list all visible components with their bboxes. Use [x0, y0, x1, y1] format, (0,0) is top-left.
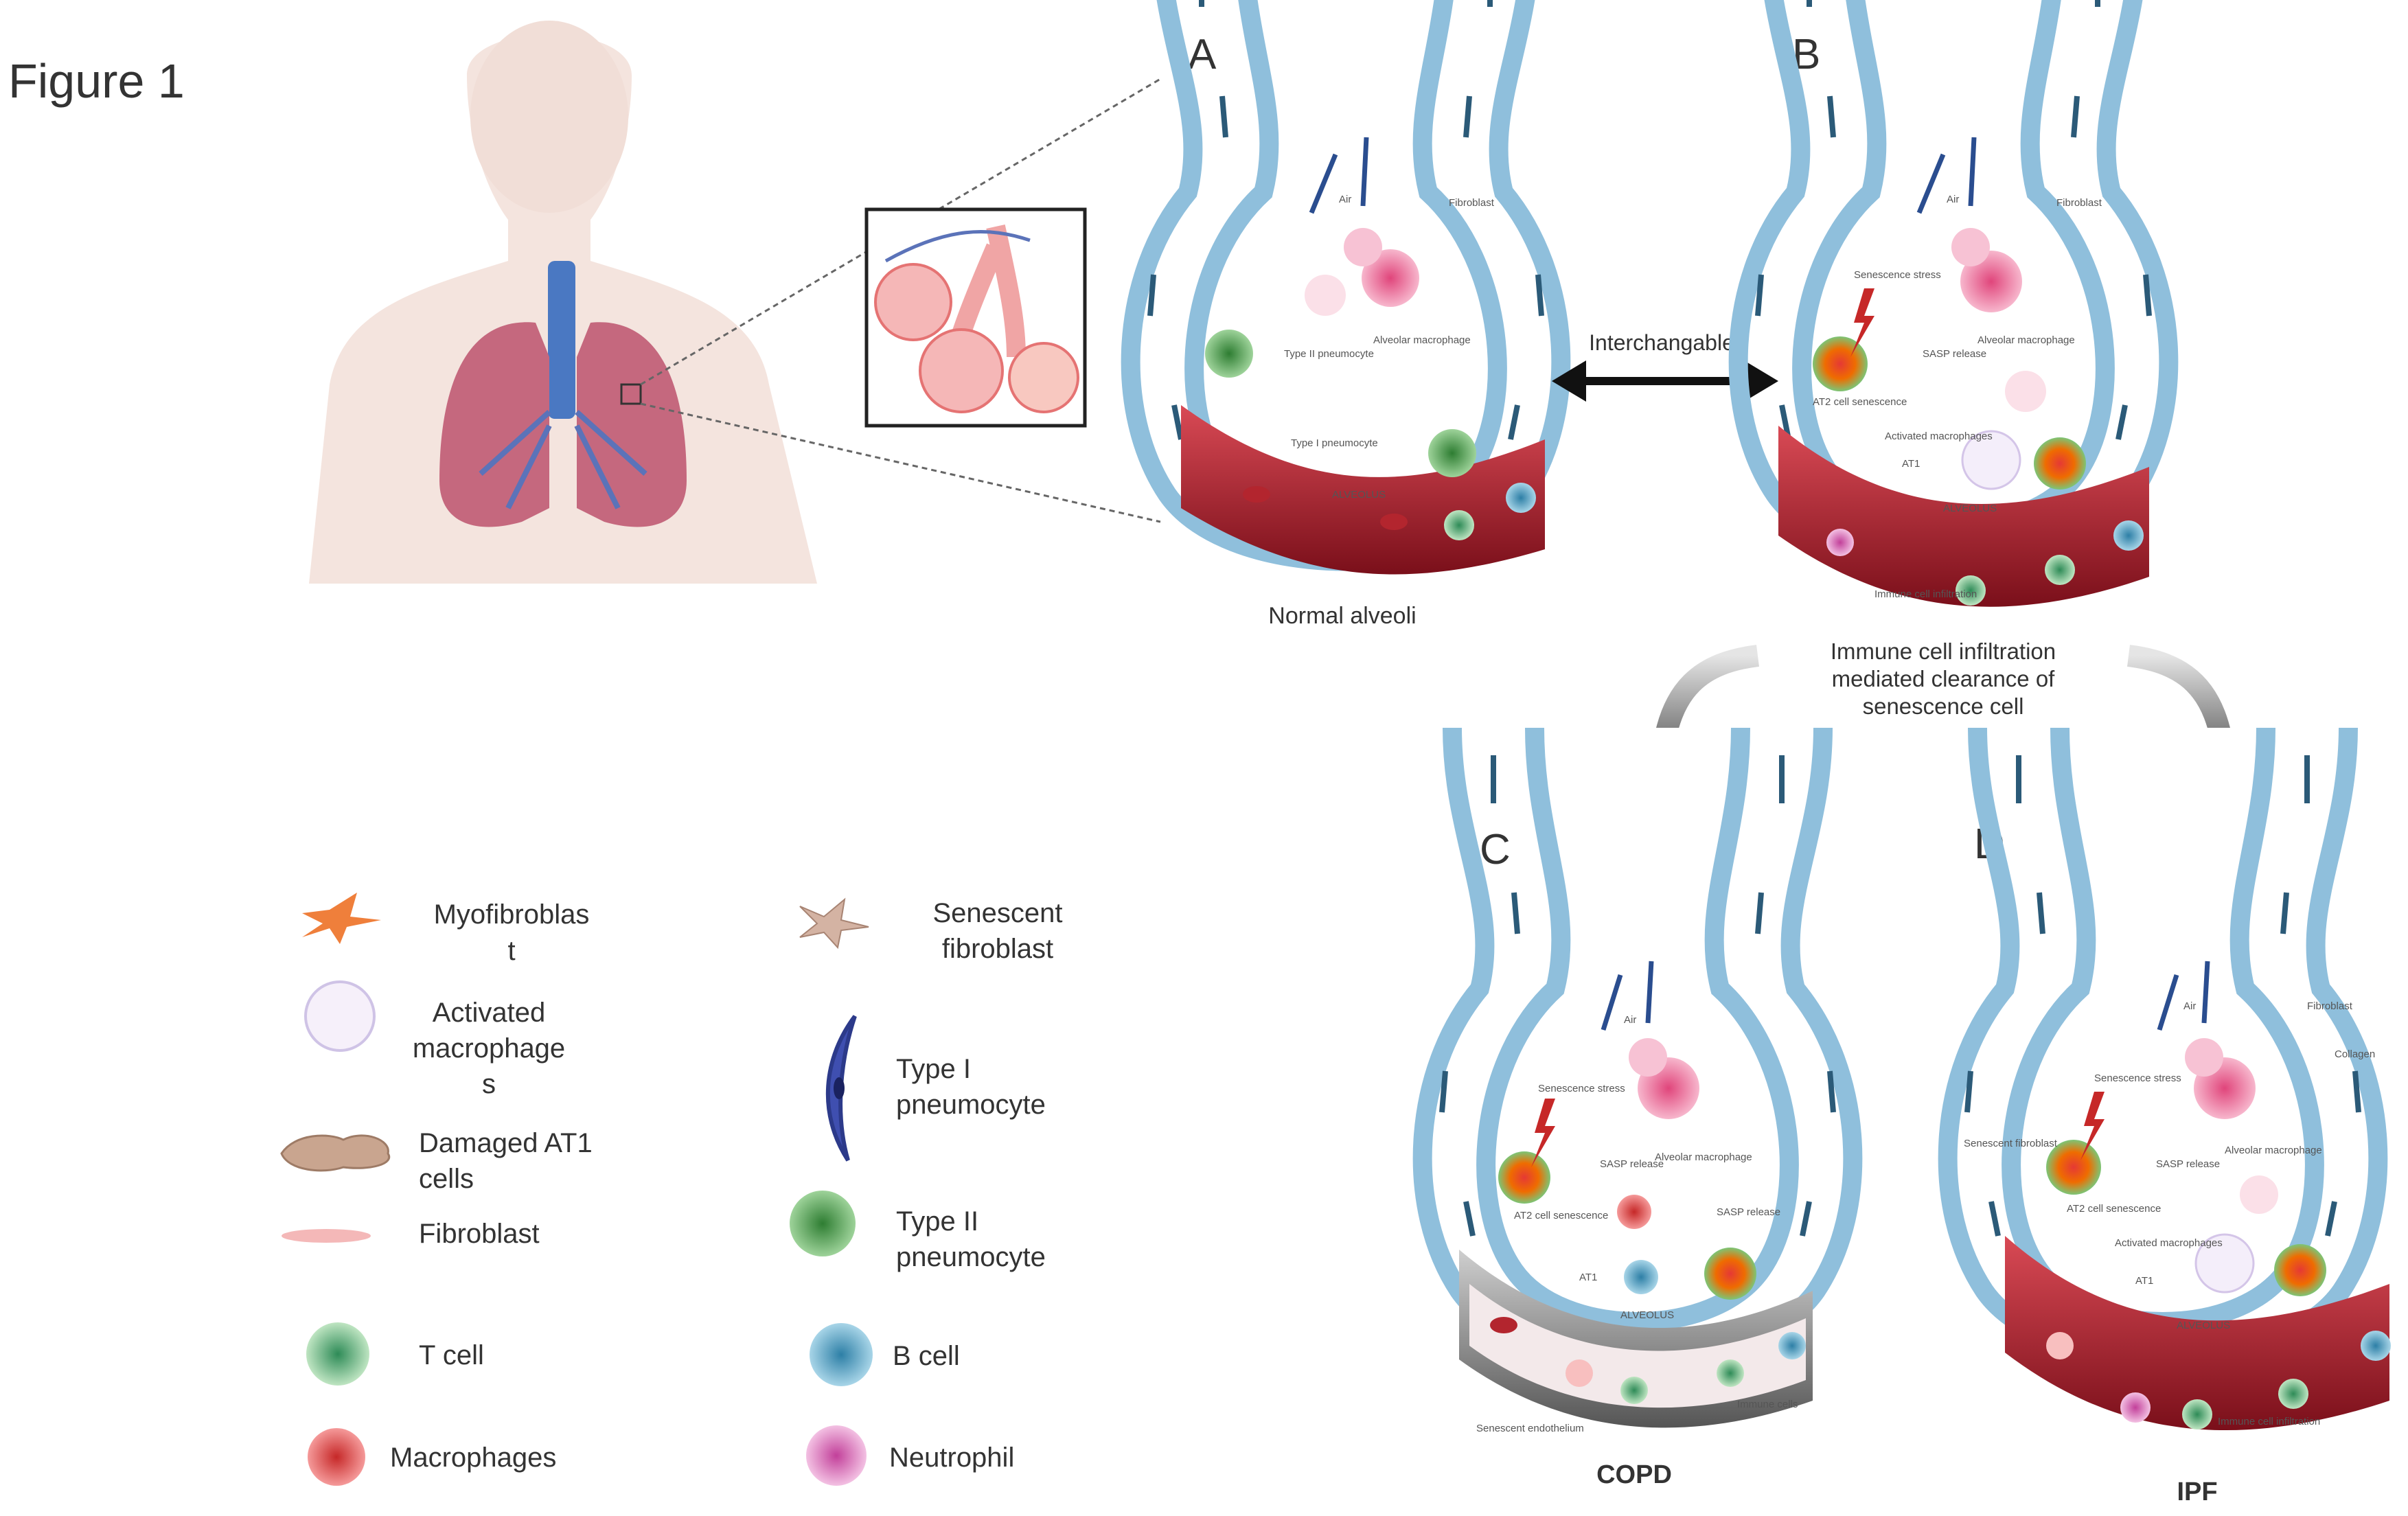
legend-activated-macrophages-line2: macrophage — [413, 1033, 565, 1064]
legend-t-cell: T cell — [306, 1322, 484, 1386]
macrophage-icon — [308, 1428, 365, 1486]
panel-d-alveolar-macrophage-label: Alveolar macrophage — [2225, 1145, 2322, 1156]
panel-d-immune-infiltration-label: Immune cell infiltration — [2218, 1416, 2320, 1427]
panel-d-caption: IPF — [2177, 1478, 2217, 1506]
fibroblast-icon — [282, 1229, 371, 1243]
legend-senescent-fibroblast-line1: Senescent — [932, 898, 1062, 928]
panel-c-air-label: Air — [1624, 1014, 1636, 1026]
panel-b-at2-senescence-label: AT2 cell senescence — [1813, 396, 1907, 408]
legend-type1-line2: pneumocyte — [896, 1090, 1046, 1120]
panel-d-collagen-label: Collagen — [2335, 1048, 2375, 1060]
panel-d: D Air Fibroblast Collagen Senescent fibr… — [1948, 728, 2391, 1506]
panel-a-type1-label: Type I pneumocyte — [1291, 437, 1378, 449]
legend: Myofibroblas t Activated macrophage s Da… — [280, 893, 1063, 1486]
interchangeable-arrow: Interchangable — [1552, 330, 1778, 402]
panel-c-caption: COPD — [1596, 1460, 1672, 1489]
panel-b-activated-macrophages-label: Activated macrophages — [1885, 430, 1993, 442]
legend-damaged-at1-line2: cells — [419, 1164, 474, 1194]
legend-type2-pneumocyte: Type II pneumocyte — [790, 1191, 1046, 1272]
panel-d-senescent-fibroblast-label: Senescent fibroblast — [1964, 1138, 2058, 1149]
panel-b: B Air Fibroblast Senescence stress SASP … — [1739, 0, 2169, 607]
panel-c-senescence-stress-label: Senescence stress — [1538, 1083, 1625, 1094]
legend-macrophages: Macrophages — [308, 1428, 556, 1486]
panel-a-air-label: Air — [1339, 194, 1351, 205]
activated-macrophage-icon — [304, 980, 376, 1052]
interchangeable-label: Interchangable — [1589, 330, 1734, 355]
panel-d-alveolus-label: ALVEOLUS — [2177, 1320, 2230, 1331]
panel-d-activated-macrophages-label: Activated macrophages — [2115, 1237, 2223, 1249]
panel-a-letter: A — [1188, 31, 1217, 78]
figure-title: Figure 1 — [8, 54, 185, 108]
t-cell-icon — [306, 1322, 369, 1386]
panel-b-immune-infiltration-label: Immune cell infiltration — [1874, 588, 1977, 600]
legend-myofibroblast: Myofibroblas t — [302, 893, 589, 966]
panel-b-sasp-label: SASP release — [1923, 348, 1986, 360]
legend-b-cell-line1: B cell — [893, 1341, 960, 1371]
panel-b-senescence-stress-label: Senescence stress — [1854, 269, 1941, 281]
panel-c-at2-senescence-label: AT2 cell senescence — [1514, 1210, 1608, 1221]
legend-senescent-fibroblast-line2: fibroblast — [942, 934, 1053, 964]
legend-senescent-fibroblast: Senescent fibroblast — [799, 897, 1063, 964]
legend-activated-macrophages-line1: Activated — [433, 998, 546, 1028]
panel-c-alveolus-label: ALVEOLUS — [1620, 1309, 1674, 1321]
legend-activated-macrophages-line3: s — [482, 1069, 496, 1099]
legend-damaged-at1: Damaged AT1 cells — [280, 1128, 593, 1194]
legend-type1-line1: Type I — [896, 1054, 971, 1084]
clearance-line-3: senescence cell — [1863, 693, 2024, 719]
type1-pneumocyte-icon — [825, 1015, 857, 1162]
legend-neutrophil-line1: Neutrophil — [889, 1443, 1014, 1473]
legend-t-cell-line1: T cell — [419, 1340, 484, 1370]
panel-b-fibroblast-label: Fibroblast — [2056, 197, 2102, 209]
legend-activated-macrophages: Activated macrophage s — [304, 980, 565, 1099]
panel-d-senescence-stress-label: Senescence stress — [2094, 1072, 2181, 1084]
panel-b-alveolar-macrophage-label: Alveolar macrophage — [1977, 334, 2075, 346]
myofibroblast-icon — [302, 893, 381, 944]
panel-c-sasp2-label: SASP release — [1717, 1206, 1780, 1218]
panel-c-senescent-endothelium-label: Senescent endothelium — [1476, 1423, 1584, 1434]
panel-b-at1-label: AT1 — [1902, 458, 1920, 470]
legend-fibroblast-line1: Fibroblast — [419, 1219, 540, 1249]
panel-c-letter: C — [1480, 826, 1511, 873]
panel-d-at1-label: AT1 — [2135, 1275, 2153, 1287]
panel-d-sasp-label: SASP release — [2156, 1158, 2220, 1170]
legend-neutrophil: Neutrophil — [806, 1425, 1014, 1486]
legend-fibroblast: Fibroblast — [282, 1219, 540, 1249]
legend-damaged-at1-line1: Damaged AT1 — [419, 1128, 593, 1158]
panel-a-fibroblast-label: Fibroblast — [1449, 197, 1495, 209]
panel-c-at1-label: AT1 — [1579, 1272, 1597, 1283]
damaged-at1-icon — [280, 1134, 391, 1172]
panel-a-alveolar-macrophage-label: Alveolar macrophage — [1373, 334, 1471, 346]
legend-macrophages-line1: Macrophages — [390, 1443, 556, 1473]
panel-b-alveolus-label: ALVEOLUS — [1943, 503, 1997, 514]
panel-a: A Air Fibroblast Type II pneumocyte Alve… — [1131, 0, 1561, 629]
panel-c-alveolar-macrophage-label: Alveolar macrophage — [1655, 1151, 1752, 1163]
senescent-fibroblast-icon — [799, 897, 869, 950]
panel-a-type2-label: Type II pneumocyte — [1284, 348, 1374, 360]
neutrophil-icon — [806, 1425, 867, 1486]
bronchiole-zoom-box — [864, 207, 1087, 428]
panel-b-air-label: Air — [1947, 194, 1959, 205]
b-cell-icon — [810, 1323, 873, 1386]
legend-myofibroblast-line2: t — [507, 936, 515, 966]
panel-d-at2-senescence-label: AT2 cell senescence — [2067, 1203, 2161, 1215]
panel-d-air-label: Air — [2183, 1000, 2196, 1012]
human-torso-illustration — [309, 21, 1161, 584]
legend-type1-pneumocyte: Type I pneumocyte — [825, 1015, 1046, 1162]
panel-c-immune-cells-label: Immune cells — [1737, 1399, 1798, 1410]
panel-a-alveolus-label: ALVEOLUS — [1332, 489, 1386, 501]
panel-a-caption: Normal alveoli — [1268, 603, 1416, 629]
clearance-line-1: Immune cell infiltration — [1831, 639, 2056, 664]
legend-myofibroblast-line1: Myofibroblas — [434, 899, 590, 930]
panel-d-fibroblast-label: Fibroblast — [2307, 1000, 2353, 1012]
clearance-text: Immune cell infiltration mediated cleara… — [1831, 639, 2056, 719]
legend-b-cell: B cell — [810, 1323, 960, 1386]
panel-c: C Air Senescence stress SASP release Alv… — [1423, 728, 1853, 1489]
clearance-line-2: mediated clearance of — [1832, 666, 2056, 691]
legend-type2-line2: pneumocyte — [896, 1242, 1046, 1272]
panel-c-sasp-label: SASP release — [1600, 1158, 1664, 1170]
legend-type2-line1: Type II — [896, 1206, 978, 1237]
type2-pneumocyte-icon — [790, 1191, 856, 1256]
